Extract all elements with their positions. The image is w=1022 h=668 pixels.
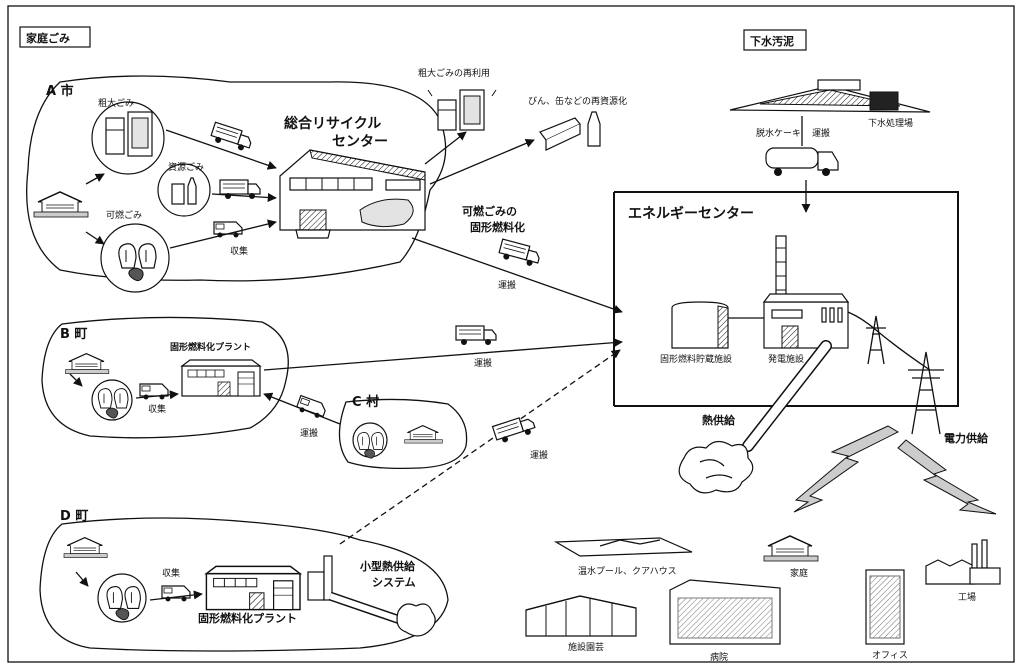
bulky-reuse-label: 粗大ごみの再利用 xyxy=(418,67,490,79)
village-c-region xyxy=(338,398,468,470)
energy-center-title: エネルギーセンター xyxy=(628,205,754,222)
house-icon xyxy=(63,537,108,559)
collection-label: 収集 xyxy=(148,403,166,415)
power-line xyxy=(847,311,931,371)
van-icon xyxy=(294,394,328,421)
town-d-label: D 町 xyxy=(60,509,88,524)
resource-waste-label: 資源ごみ xyxy=(168,161,204,173)
village-c-label: C 村 xyxy=(352,394,379,410)
hospital-label: 病院 xyxy=(710,651,728,663)
fridge-icon xyxy=(105,117,125,155)
city-a-label: A 市 xyxy=(46,83,74,99)
sewage-plant xyxy=(729,79,931,113)
bulky-waste-label: 粗大ごみ xyxy=(98,97,134,109)
small-heat-label-1: 小型熱供給 xyxy=(359,559,416,573)
collection-label: 収集 xyxy=(162,567,180,579)
van-icon xyxy=(213,221,243,239)
bus-truck-icon xyxy=(497,238,542,269)
transport-label: 運搬 xyxy=(474,357,492,369)
van-icon xyxy=(161,585,191,603)
sewage-sludge-label-box xyxy=(743,29,807,51)
home-label: 家庭 xyxy=(790,567,808,579)
transport-label: 運搬 xyxy=(530,449,548,461)
truck-icon xyxy=(455,325,497,346)
transport-label: 運搬 xyxy=(812,127,830,139)
heat-supply-label: 熱供給 xyxy=(702,413,736,427)
household-waste-label: 家庭ごみ xyxy=(26,31,70,45)
factory-label: 工場 xyxy=(958,591,976,603)
recycle-center-title-2: センター xyxy=(332,134,388,150)
rdf-label-2: 固形燃料化 xyxy=(470,220,525,234)
lightning-bolt-icon xyxy=(793,425,900,513)
bottle-icon xyxy=(187,177,197,205)
factory-icon xyxy=(925,539,1001,585)
rdf-plant-label-b: 固形燃料化プラント xyxy=(170,341,251,353)
greenhouse-label: 施設園芸 xyxy=(568,641,604,653)
dewatered-cake-label: 脱水ケーキ xyxy=(756,127,801,139)
rdf-plant-b xyxy=(181,359,261,397)
transport-label: 運搬 xyxy=(498,279,516,291)
town-b-label: B 町 xyxy=(60,327,87,342)
reused-appliances-icon xyxy=(427,89,497,131)
combustible-waste-label: 可燃ごみ xyxy=(106,209,142,221)
recycle-center-building xyxy=(279,149,426,239)
power-facility-label: 発電施設 xyxy=(768,353,804,365)
tanker-truck-icon xyxy=(765,147,839,176)
bottle-recycling-label: びん、缶などの再資源化 xyxy=(528,95,627,107)
fuel-storage-label: 固形燃料貯蔵施設 xyxy=(660,353,732,365)
recycle-center-title-1: 総合リサイクル xyxy=(284,115,381,132)
house-icon xyxy=(404,425,443,444)
d-to-energy-arrow xyxy=(339,349,621,545)
collection-label: 収集 xyxy=(230,245,248,257)
office-building-icon xyxy=(865,569,905,645)
heated-pool-icon xyxy=(553,537,693,557)
house-icon xyxy=(763,535,819,562)
hospital-icon xyxy=(669,579,781,645)
heated-pool-label: 温水プール、クアハウス xyxy=(578,565,677,577)
fuel-storage-tank xyxy=(671,301,764,349)
rdf-label-1: 可燃ごみの xyxy=(462,204,517,218)
small-heat-system-icon xyxy=(307,555,436,637)
house-icon xyxy=(64,353,110,375)
lightning-bolt-icon xyxy=(897,439,997,515)
rdf-plant-d xyxy=(205,565,301,611)
town-b-region xyxy=(41,316,289,439)
truck-icon xyxy=(208,121,255,154)
transmission-tower-icon xyxy=(866,315,886,365)
sewage-plant-label: 下水処理場 xyxy=(868,117,913,129)
transport-label: 運搬 xyxy=(300,427,318,439)
power-facility-building xyxy=(762,293,850,349)
small-heat-label-2: システム xyxy=(372,576,416,589)
office-label: オフィス xyxy=(872,650,908,661)
diagram-frame xyxy=(7,5,1015,663)
heat-cloud-icon xyxy=(678,440,754,494)
city-a-region xyxy=(26,75,447,282)
greenhouse-icon xyxy=(525,595,637,637)
house-icon xyxy=(33,191,89,218)
transmission-tower-icon xyxy=(908,351,944,435)
rdf-plant-label-d: 固形燃料化プラント xyxy=(198,611,297,625)
can-icon xyxy=(171,183,185,205)
truck-icon xyxy=(491,413,538,446)
sewage-sludge-label: 下水汚泥 xyxy=(750,34,794,48)
power-supply-label: 電力供給 xyxy=(944,431,989,445)
recycled-materials-icon xyxy=(539,111,601,151)
household-waste-label-box xyxy=(19,26,91,48)
